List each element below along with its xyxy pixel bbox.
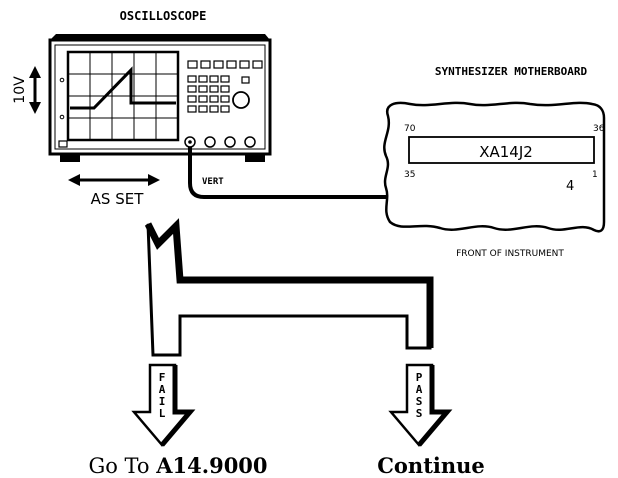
oscilloscope-inner-frame xyxy=(54,44,266,150)
pass-letter-3: S xyxy=(416,395,423,408)
xa14j2-connector xyxy=(408,136,595,164)
oscilloscope-title: OSCILLOSCOPE xyxy=(120,9,207,23)
sweep-arrow xyxy=(68,174,160,186)
connector-3 xyxy=(224,136,236,148)
fail-letter-4: L xyxy=(159,407,166,420)
pin-35-label: 35 xyxy=(404,170,415,180)
oscilloscope-knob xyxy=(232,91,250,109)
pin-4-label: 4 xyxy=(566,179,574,194)
pin-36-label: 36 xyxy=(593,124,605,134)
connector-2 xyxy=(204,136,216,148)
fail-letter-1: F xyxy=(159,371,166,384)
oscilloscope-foot-left xyxy=(60,155,80,162)
connector-4 xyxy=(244,136,256,148)
fail-action-prefix: Go To xyxy=(88,454,156,478)
fail-action-target: A14.9000 xyxy=(155,453,267,478)
xa14j2-label: XA14J2 xyxy=(479,143,533,161)
pin-1-label: 1 xyxy=(592,170,598,180)
vertical-scale-arrow xyxy=(29,66,41,114)
oscilloscope-button-row xyxy=(187,60,263,69)
screen-marker-top xyxy=(59,77,65,83)
front-of-instrument-label: FRONT OF INSTRUMENT xyxy=(456,249,564,259)
motherboard-outline xyxy=(383,101,606,233)
fail-letter-3: I xyxy=(159,395,166,408)
oscilloscope-keypad xyxy=(187,75,230,113)
oscilloscope-trace xyxy=(70,66,176,110)
oscilloscope-screen xyxy=(66,50,180,142)
vert-input-label: VERT xyxy=(202,177,224,187)
pass-action: Continue xyxy=(377,453,485,478)
decision-pipe-shadow xyxy=(144,218,434,348)
pass-letter-2: A xyxy=(416,383,423,396)
pin-70-label: 70 xyxy=(404,124,416,134)
power-switch xyxy=(58,140,68,148)
pass-letter-4: S xyxy=(416,407,423,420)
pass-arrow xyxy=(388,363,453,447)
decision-pipe xyxy=(146,222,432,357)
fail-arrow xyxy=(131,363,196,447)
motherboard: SYNTHESIZER MOTHERBOARD XA14J2 70 36 35 … xyxy=(383,65,606,259)
screen-marker-bottom xyxy=(59,114,65,120)
vert-input-connector-pin xyxy=(188,140,192,144)
motherboard-title: SYNTHESIZER MOTHERBOARD xyxy=(435,65,588,78)
oscilloscope: OSCILLOSCOPE xyxy=(12,9,272,208)
oscilloscope-small-key xyxy=(241,76,250,84)
fail-letter-2: A xyxy=(159,383,166,396)
fail-label: F A I L xyxy=(159,371,166,420)
pass-label: P A S S xyxy=(416,371,423,420)
oscilloscope-foot-right xyxy=(245,155,265,162)
pass-letter-1: P xyxy=(416,371,423,384)
vertical-scale-label: 10V xyxy=(12,76,28,104)
sweep-label: AS SET xyxy=(91,190,145,208)
fail-action: Go To A14.9000 xyxy=(88,453,267,478)
